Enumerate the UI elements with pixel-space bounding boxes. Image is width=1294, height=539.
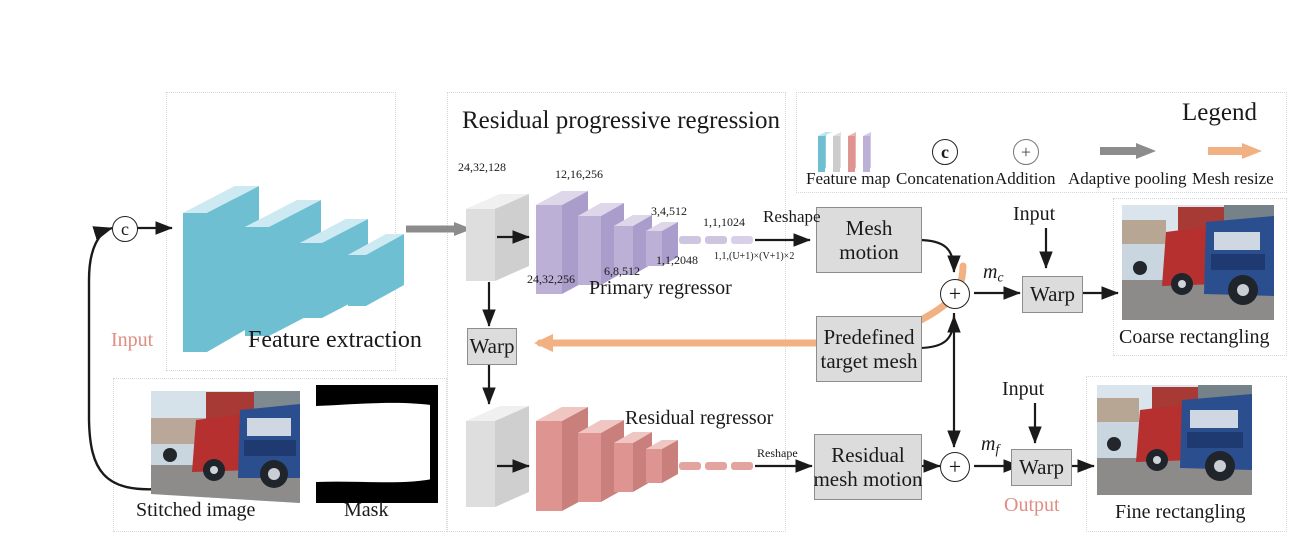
residual-block-2: [578, 420, 624, 502]
fine-rectangling-photo: [1097, 385, 1252, 495]
concatenation-glyph: c: [121, 218, 129, 239]
input-label-left: Input: [111, 329, 154, 351]
mask-label: Mask: [344, 499, 389, 521]
primary-block-2: [578, 203, 624, 285]
residual-vector-segments: [679, 462, 753, 470]
feature-map-icon: [818, 132, 871, 172]
legend-label-concatenation: Concatenation: [896, 169, 995, 188]
stitched-image-photo: [151, 391, 300, 503]
dims-1-1-2048: 1,1,2048: [656, 253, 698, 267]
input-label-fine: Input: [1002, 378, 1045, 400]
dims-uv: 1,1,(U+1)×(V+1)×2: [714, 251, 795, 262]
addition-circle-coarse: +: [940, 279, 970, 309]
mesh-motion-box: Mesh motion: [816, 207, 922, 273]
mf-symbol: m: [981, 433, 996, 455]
warp-box-fine: Warp: [1011, 449, 1072, 486]
legend-label-feature-map: Feature map: [806, 169, 891, 188]
primary-block-4: [646, 222, 678, 266]
predefined-target-mesh-box: Predefined target mesh: [816, 316, 922, 382]
mc-symbol: m: [983, 261, 998, 283]
legend-concatenation-glyph: c: [941, 141, 949, 162]
mesh-motion-to-adder: [917, 238, 961, 273]
legend-addition-icon: +: [1013, 139, 1039, 165]
gray-feature-cube-bottom: [466, 406, 529, 507]
primary-vector-segments: [679, 236, 753, 244]
dims-6-8-512: 6,8,512: [604, 264, 640, 278]
legend-label-adaptive-pooling: Adaptive pooling: [1068, 169, 1187, 188]
dims-3-4-512: 3,4,512: [651, 204, 687, 218]
mf-label: mf: [981, 434, 999, 457]
panel-legend: [796, 92, 1287, 193]
residual-regressor-title: Residual regressor: [625, 407, 774, 429]
mesh-resize-arrowhead: [534, 334, 553, 352]
mf-subscript: f: [995, 441, 1000, 457]
warp-box-coarse: Warp: [1022, 276, 1083, 313]
residual-block-1: [536, 407, 588, 511]
legend-addition-glyph: +: [1020, 141, 1032, 162]
dims-gray-bottom: 24,32,256: [527, 272, 575, 286]
output-label: Output: [1004, 494, 1060, 516]
residual-mesh-motion-box: Residual mesh motion: [813, 434, 923, 500]
input-concat-path: [87, 226, 159, 491]
coarse-rectangling-label: Coarse rectangling: [1119, 326, 1270, 348]
adaptive-pooling-arrow: [406, 222, 472, 236]
legend-title: Legend: [1182, 99, 1257, 126]
feature-extraction-title: Feature extraction: [248, 327, 422, 353]
adaptive-pooling-icon: [1100, 143, 1156, 159]
input-label-coarse: Input: [1013, 203, 1056, 225]
residual-block-4: [646, 440, 678, 483]
addition-circle-fine: +: [940, 452, 970, 482]
legend-label-mesh-resize: Mesh resize: [1192, 169, 1274, 188]
legend-label-addition: Addition: [995, 169, 1056, 188]
dims-gray-top: 24,32,128: [458, 160, 506, 174]
legend-concatenation-icon: c: [932, 139, 958, 165]
dims-1-1-1024: 1,1,1024: [703, 215, 745, 229]
residual-progressive-regression-title: Residual progressive regression: [462, 107, 780, 134]
feature-map-slab-4: [348, 234, 404, 306]
dims-12-16-256: 12,16,256: [555, 167, 603, 181]
primary-regressor-title: Primary regressor: [589, 277, 732, 299]
mask-image: [316, 385, 438, 503]
concatenation-circle: c: [112, 216, 138, 242]
fine-rectangling-label: Fine rectangling: [1115, 501, 1246, 523]
mesh-resize-icon: [1208, 143, 1262, 159]
warp-box-mid: Warp: [467, 328, 517, 365]
mc-label: mc: [983, 262, 1004, 285]
coarse-rectangling-photo: [1122, 205, 1274, 320]
reshape-label-residual: Reshape: [757, 446, 798, 460]
reshape-label-primary: Reshape: [763, 207, 821, 226]
stitched-image-label: Stitched image: [136, 499, 256, 521]
mc-subscript: c: [997, 269, 1004, 285]
